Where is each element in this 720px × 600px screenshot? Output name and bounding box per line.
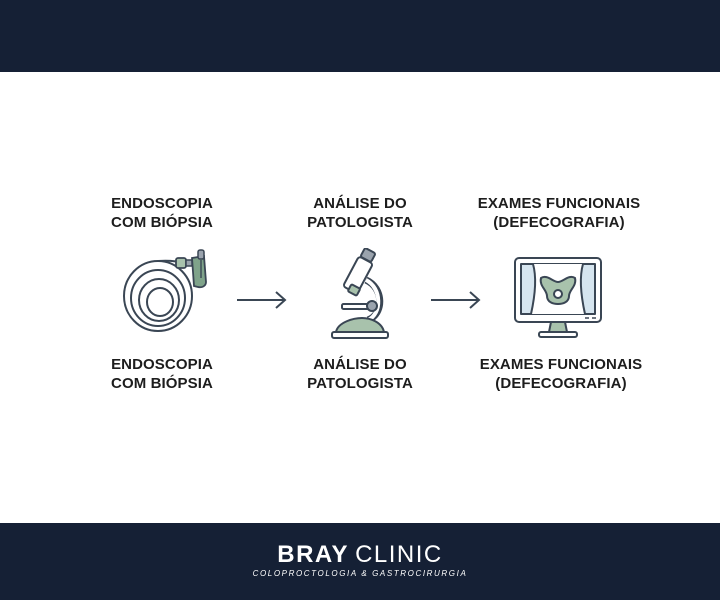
title-line: EXAMES FUNCIONAIS: [477, 195, 641, 212]
step-title-bottom: EXAMES FUNCIONAIS (DEFECOGRAFIA): [466, 355, 656, 393]
step-title-top: ANÁLISE DO PATOLOGISTA: [270, 194, 450, 232]
title-line: EXAMES FUNCIONAIS: [479, 356, 643, 373]
step-title-top: ENDOSCOPIA COM BIÓPSIA: [72, 194, 252, 232]
arrow-right-icon: [431, 291, 481, 309]
title-line: COM BIÓPSIA: [111, 375, 213, 392]
title-line: PATOLOGISTA: [307, 375, 413, 392]
monitor-pelvis-icon: [513, 256, 605, 345]
title-line: PATOLOGISTA: [307, 214, 413, 231]
brand-name-bold: BRAY: [277, 541, 350, 568]
endoscope-icon: [118, 246, 218, 346]
brand-tagline: COLOPROCTOLOGIA & GASTROCIRURGIA: [252, 569, 468, 578]
title-line: COM BIÓPSIA: [111, 214, 213, 231]
footer-bar: [0, 523, 720, 600]
step-title-bottom: ENDOSCOPIA COM BIÓPSIA: [72, 355, 252, 393]
step-title-top: EXAMES FUNCIONAIS (DEFECOGRAFIA): [464, 194, 654, 232]
title-line: ANÁLISE DO: [313, 356, 407, 373]
title-line: ENDOSCOPIA: [111, 195, 213, 212]
arrow-right-icon: [237, 291, 287, 309]
title-line: (DEFECOGRAFIA): [495, 375, 627, 392]
title-line: (DEFECOGRAFIA): [493, 214, 625, 231]
step-title-bottom: ANÁLISE DO PATOLOGISTA: [270, 355, 450, 393]
title-line: ANÁLISE DO: [313, 195, 407, 212]
microscope-icon: [328, 247, 392, 345]
title-line: ENDOSCOPIA: [111, 356, 213, 373]
brand-name-light: CLINIC: [355, 541, 443, 568]
top-banner: [0, 0, 720, 72]
